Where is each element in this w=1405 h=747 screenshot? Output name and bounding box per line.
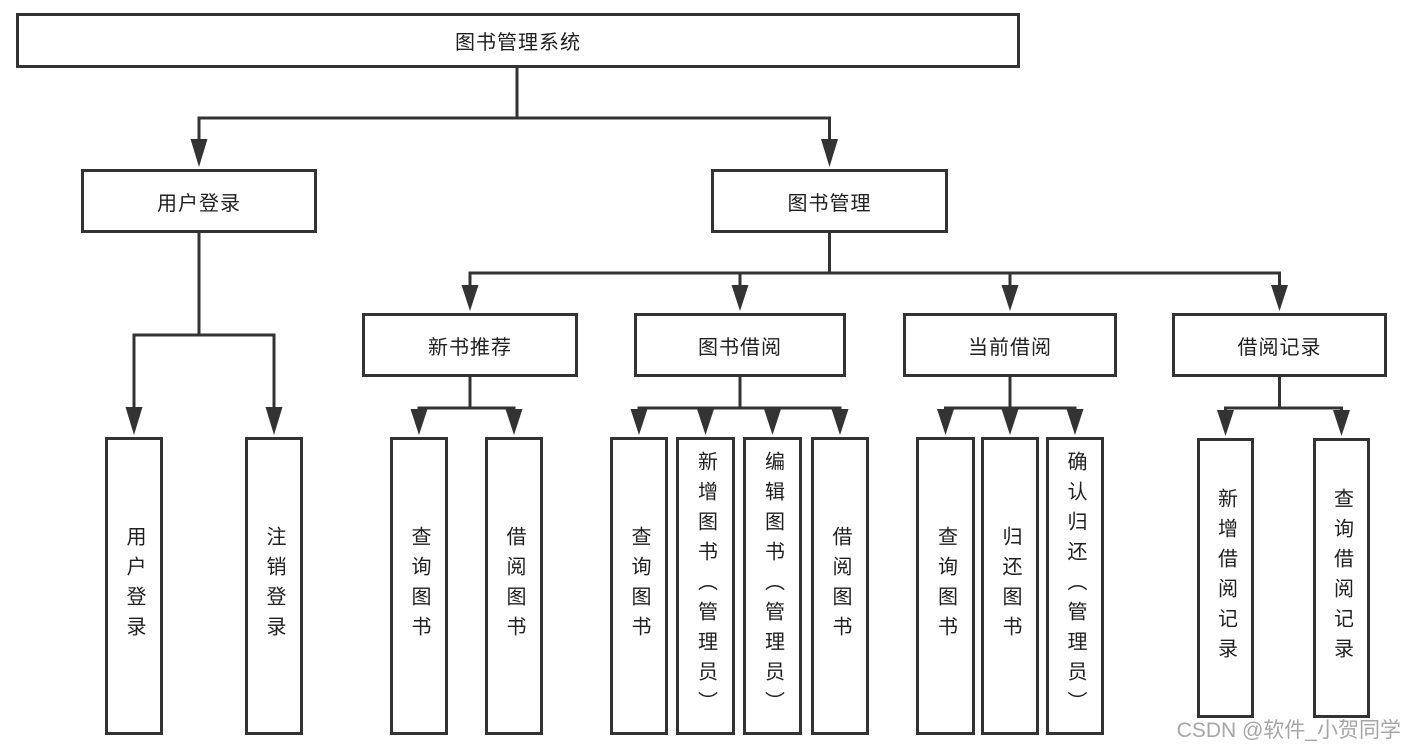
node-current-borrow: 当前借阅 [903,313,1117,377]
leaf-user-login-label: 用户登录 [123,526,145,646]
leaf-add-book-admin: 新增图书（管理员） [676,437,735,735]
leaf-add-borrow-record: 新增借阅记录 [1197,438,1254,718]
leaf-add-book-admin-label: 新增图书（管理员） [694,451,717,721]
leaf-borrow-book-1-label: 借阅图书 [503,526,525,646]
leaf-query-book-3: 查询图书 [916,437,975,735]
node-user-login-branch: 用户登录 [81,169,317,233]
leaf-logout-login-label: 注销登录 [263,526,285,646]
leaf-edit-book-admin: 编辑图书（管理员） [743,437,802,735]
leaf-confirm-return-admin-label: 确认归还（管理员） [1064,451,1086,721]
leaf-query-book-3-label: 查询图书 [934,526,957,646]
leaf-confirm-return-admin: 确认归还（管理员） [1046,437,1104,735]
leaf-query-book-2-label: 查询图书 [628,526,650,646]
leaf-return-book: 归还图书 [981,437,1039,735]
leaf-borrow-book-1: 借阅图书 [485,437,543,735]
leaf-query-book-2: 查询图书 [610,437,668,735]
leaf-add-borrow-record-label: 新增借阅记录 [1214,488,1237,668]
watermark: CSDN @软件_小贺同学 [1176,719,1401,742]
node-borrow-records: 借阅记录 [1172,313,1387,377]
node-root: 图书管理系统 [16,13,1020,68]
leaf-borrow-book-2: 借阅图书 [811,437,869,735]
leaf-borrow-book-2-label: 借阅图书 [829,526,851,646]
leaf-query-book-1: 查询图书 [390,437,448,735]
node-book-borrow: 图书借阅 [634,313,846,377]
node-new-book-recommend: 新书推荐 [362,313,578,377]
leaf-query-book-1-label: 查询图书 [408,526,430,646]
leaf-query-borrow-record: 查询借阅记录 [1313,438,1370,718]
leaf-edit-book-admin-label: 编辑图书（管理员） [761,451,784,721]
leaf-return-book-label: 归还图书 [999,526,1021,646]
leaf-logout-login: 注销登录 [245,437,303,735]
node-book-management: 图书管理 [711,169,948,233]
leaf-query-borrow-record-label: 查询借阅记录 [1330,488,1353,668]
leaf-user-login: 用户登录 [105,437,163,735]
